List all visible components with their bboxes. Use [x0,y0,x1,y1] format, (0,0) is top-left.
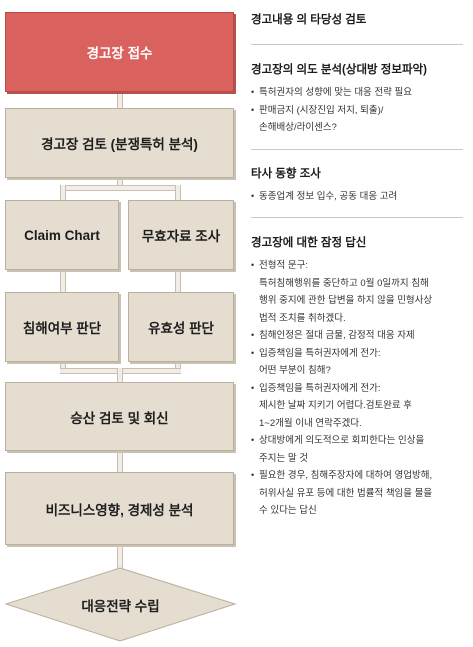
step-label: 승산 검토 및 회신 [70,410,169,426]
section-competitor-trends: 타사 동향 조사 동종업계 정보 입수, 공동 대응 고려 [251,166,465,206]
step-infringement-judgment: 침해여부 판단 [5,292,119,362]
list-item: 침해인정은 절대 금물, 감정적 대응 자제 [251,327,465,345]
step-label: 비즈니스영향, 경제성 분석 [45,502,194,518]
divider [251,217,463,218]
list-item: 전형적 문구: 특허침해행위를 중단하고 0월 0일까지 침해 행위 중지에 관… [251,257,465,327]
step-label: 대응전략 수립 [81,599,160,614]
divider [251,44,463,45]
connector [117,545,123,569]
connector [117,92,123,108]
review-notes-panel: 경고내용 의 타당성 검토 경고장의 의도 분석(상대방 정보파악) 특허권자의… [251,0,465,647]
section-title: 경고장에 대한 잠정 답신 [251,237,367,249]
connector [60,270,66,292]
step-invalidity-search: 무효자료 조사 [128,200,234,270]
process-flowchart: 경고장 접수 경고장 검토 (분쟁특허 분석) Claim Chart 무효자료… [4,12,237,643]
step-label: 무효자료 조사 [141,229,221,244]
list-item: 입증책임을 특허권자에게 전가: 어떤 부분이 침해? [251,345,465,380]
step-warning-letter-receipt: 경고장 접수 [5,12,234,92]
step-claim-chart: Claim Chart [5,200,119,270]
list-item: 특허권자의 성향에 맞는 대응 전략 필요 [251,84,465,102]
step-label: 경고장 접수 [86,46,153,61]
list-item: 입증책임을 특허권자에게 전가: 제시한 날짜 지키기 어렵다.검토완료 후 1… [251,380,465,433]
connector [175,185,181,200]
list-item: 판매금지 (시장진입 저지, 퇴출)/손해배상/라이센스? [251,102,465,137]
divider [251,149,463,150]
step-strategy-decision: 대응전략 수립 [4,567,237,643]
step-label: 침해여부 판단 [22,321,102,336]
section-title: 경고장의 의도 분석(상대방 정보파악) [251,64,427,76]
step-label: Claim Chart [24,227,100,243]
decision-diamond-shape [4,567,237,642]
connector [117,368,123,382]
section-intent-analysis: 경고장의 의도 분석(상대방 정보파악) 특허권자의 성향에 맞는 대응 전략 … [251,62,465,137]
step-winning-review-reply: 승산 검토 및 회신 [5,382,234,451]
connector [60,185,180,191]
list-item: 상대방에게 의도적으로 회피한다는 인상을 주지는 말 것 [251,432,465,467]
step-warning-letter-review: 경고장 검토 (분쟁특허 분석) [5,108,234,178]
list-item: 동종업계 정보 입수, 공동 대응 고려 [251,188,465,206]
step-business-impact-analysis: 비즈니스영향, 경제성 분석 [5,472,234,545]
connector [175,270,181,292]
connector [117,178,123,188]
step-label: 경고장 검토 (분쟁특허 분석) [41,137,198,152]
section-validity-review: 경고내용 의 타당성 검토 [251,12,465,28]
section-title: 경고내용 의 타당성 검토 [251,14,367,26]
step-validity-judgment: 유효성 판단 [128,292,234,362]
step-label: 유효성 판단 [148,321,214,336]
connector [60,185,66,200]
section-title: 타사 동향 조사 [251,168,321,180]
list-item: 필요한 경우, 침해주장자에 대하여 영업방해, 허위사실 유포 등에 대한 법… [251,467,465,520]
connector [117,451,123,472]
section-provisional-reply: 경고장에 대한 잠정 답신 전형적 문구: 특허침해행위를 중단하고 0월 0일… [251,235,465,520]
